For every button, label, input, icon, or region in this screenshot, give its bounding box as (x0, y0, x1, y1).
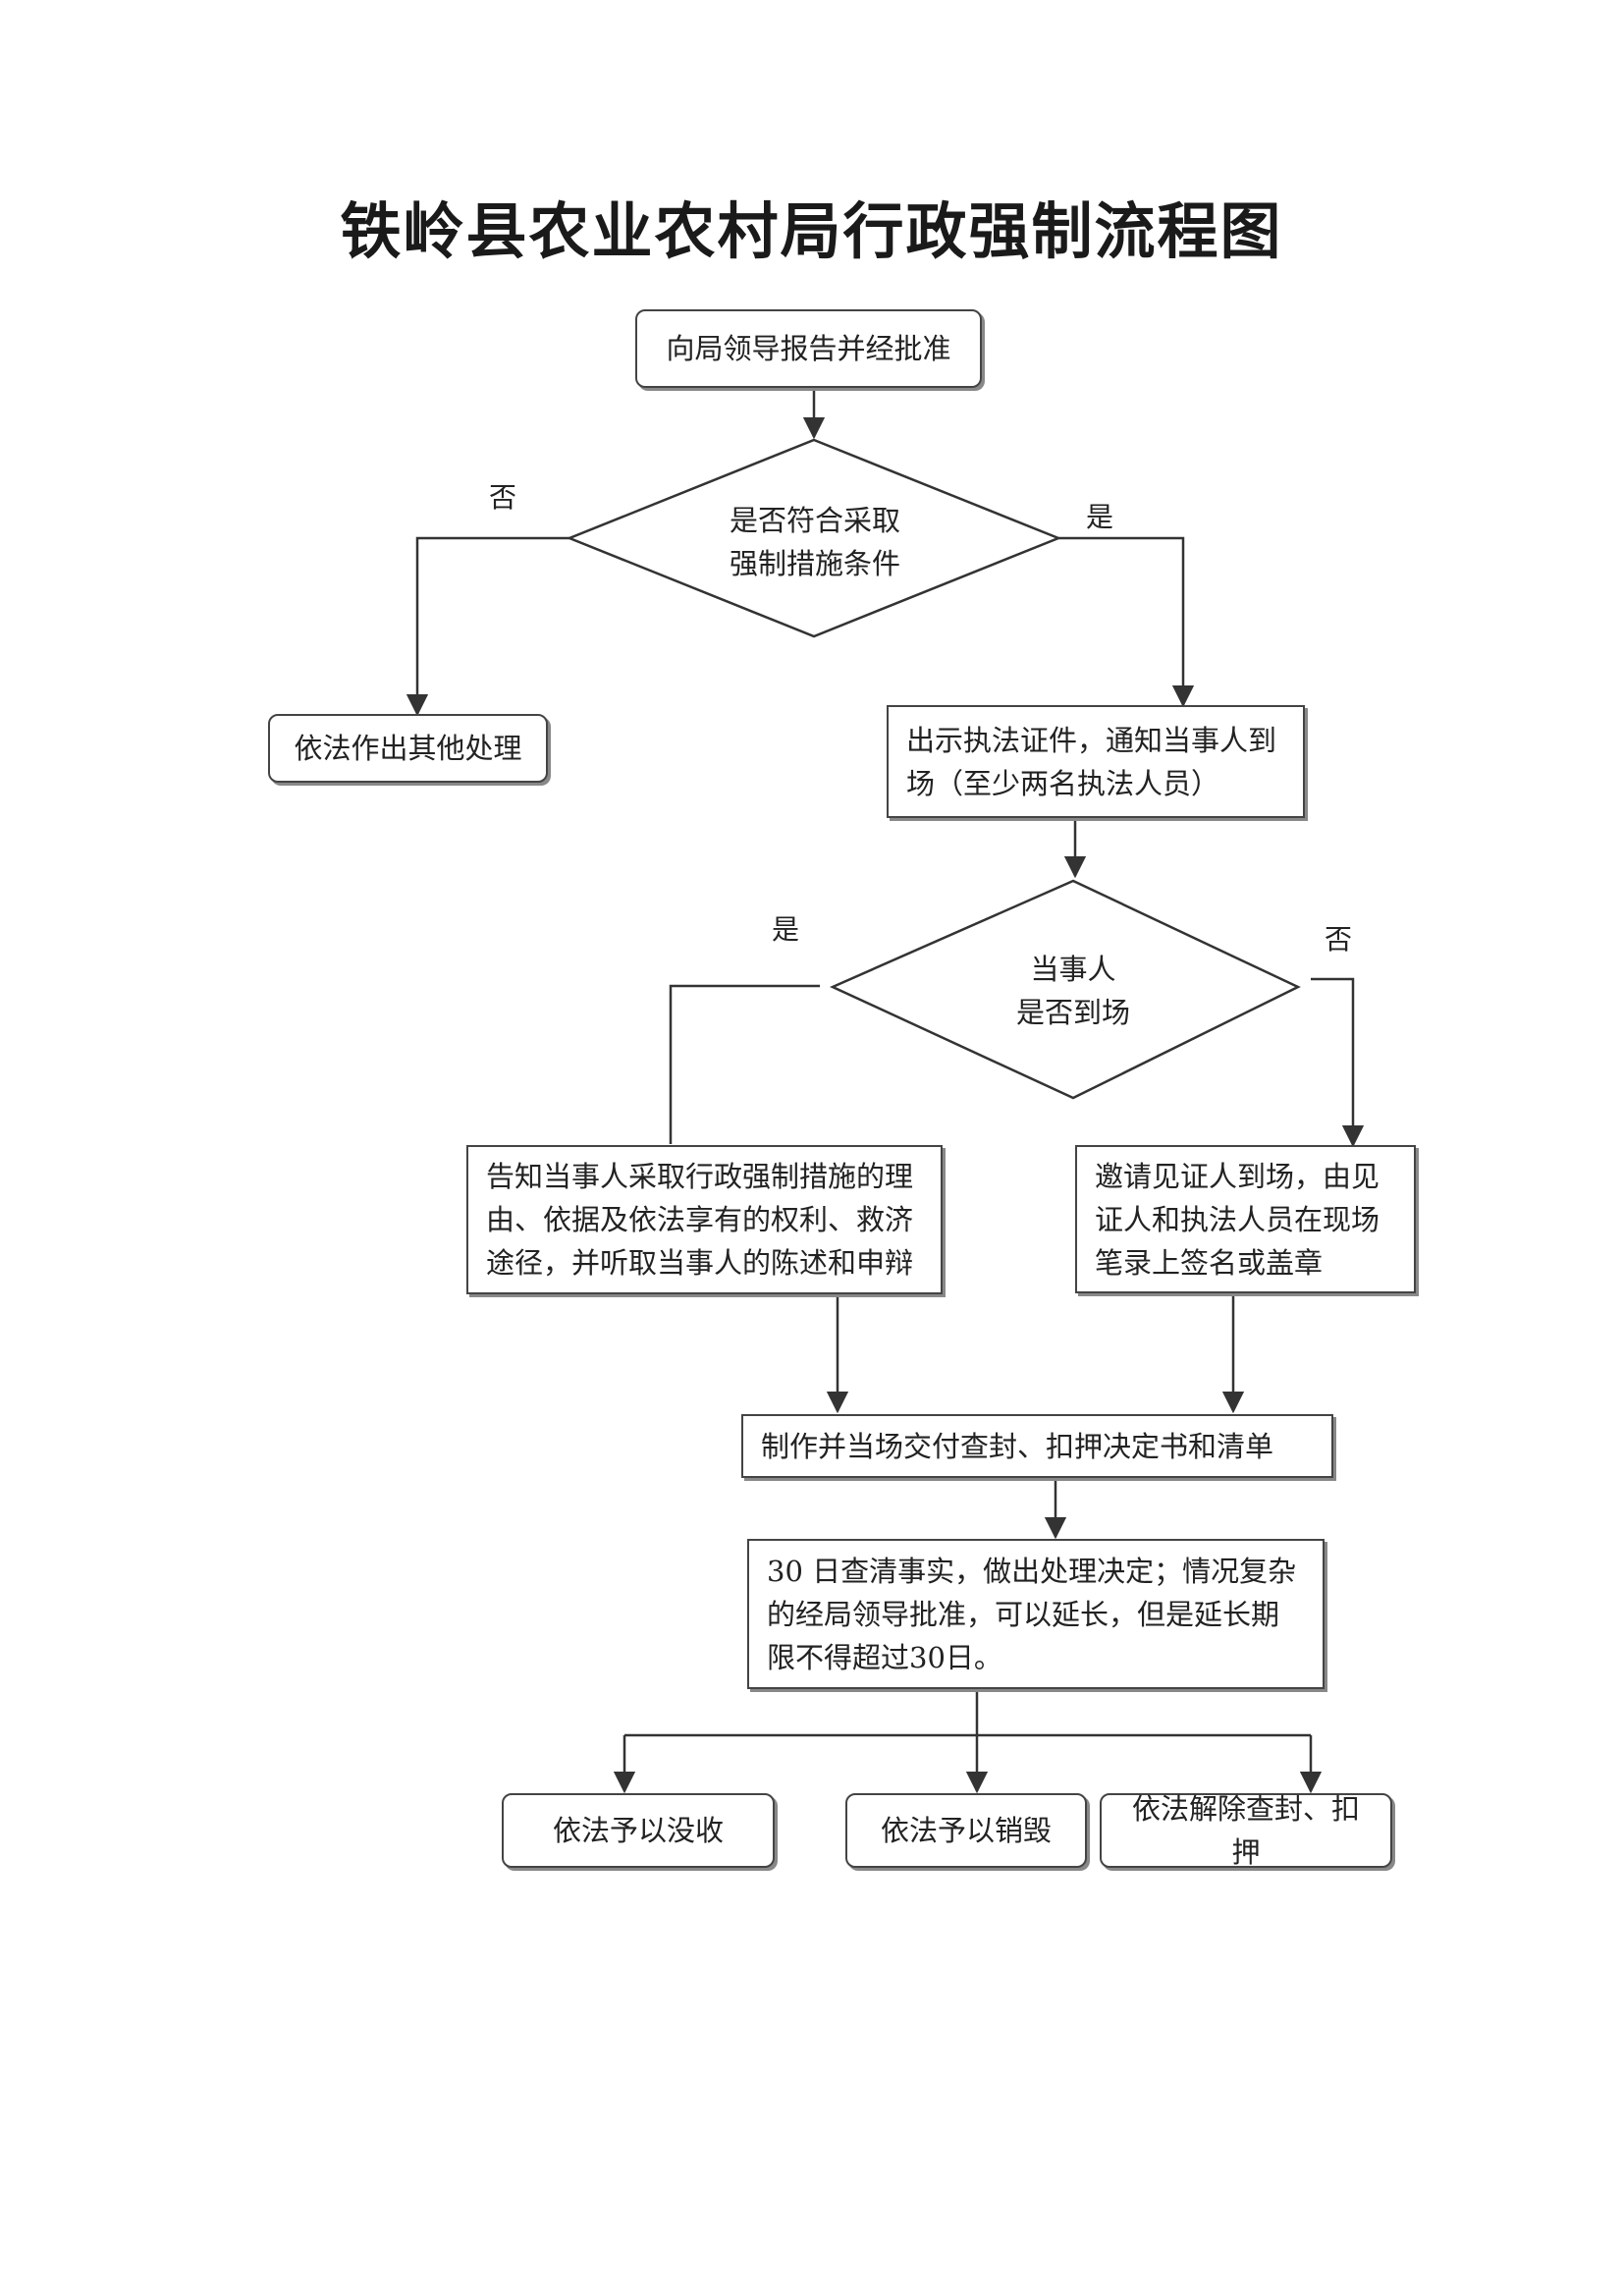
decision1-no-label: 否 (489, 481, 517, 514)
arrow-decision1-yes (1058, 536, 1195, 708)
decision1-line1: 是否符合采取 (729, 504, 900, 537)
decision1-line2: 强制措施条件 (729, 547, 900, 580)
destroy-box: 依法予以销毁 (845, 1793, 1087, 1868)
report-box: 向局领导报告并经批准 (635, 309, 982, 388)
confiscate-box: 依法予以没收 (502, 1793, 775, 1868)
decision2-no-label: 否 (1325, 923, 1353, 956)
page-title: 铁岭县农业农村局行政强制流程图 (340, 195, 1283, 267)
arrow-decision2-no (1311, 977, 1365, 1148)
decision1-yes-label: 是 (1086, 501, 1114, 533)
decision2-yes-label: 是 (772, 913, 800, 946)
decision2-line1: 当事人 (1030, 953, 1116, 986)
investigate-box: 30 日查清事实，做出处理决定；情况复杂的经局领导批准，可以延长，但是延长期限不… (747, 1539, 1325, 1689)
arrow-decision1-no (406, 536, 569, 717)
decision-diamond-2 (829, 879, 1301, 1100)
make-decision-box: 制作并当场交付查封、扣押决定书和清单 (741, 1414, 1333, 1478)
arrow-decision2-yes (669, 984, 820, 1144)
invite-witness-box: 邀请见证人到场，由见证人和执法人员在现场笔录上签名或盖章 (1075, 1145, 1416, 1293)
show-credentials-box: 出示执法证件，通知当事人到场（至少两名执法人员） (887, 705, 1305, 818)
decision-diamond-1 (566, 438, 1062, 638)
release-box: 依法解除查封、扣押 (1100, 1792, 1392, 1869)
decision1-text: 是否符合采取 强制措施条件 (687, 499, 943, 585)
inform-party-box: 告知当事人采取行政强制措施的理由、依据及依法享有的权利、救济途径，并听取当事人的… (466, 1145, 943, 1294)
decision2-text: 当事人 是否到场 (960, 948, 1186, 1034)
other-handling-box: 依法作出其他处理 (268, 714, 548, 783)
decision2-line2: 是否到场 (1015, 996, 1130, 1029)
